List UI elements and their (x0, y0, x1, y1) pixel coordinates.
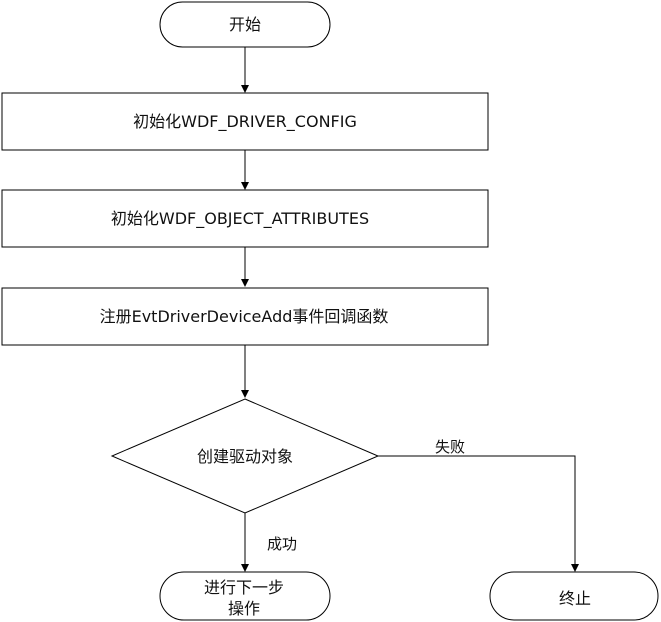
end-label: 终止 (559, 589, 591, 608)
start-terminator-shape (159, 1, 331, 48)
success-edge-label: 成功 (267, 535, 297, 553)
failure-edge-label: 失败 (435, 438, 465, 456)
next-step-label-line1: 进行下一步 (204, 578, 284, 597)
start-node: 开始 (159, 1, 331, 48)
create-driver-object-node: 创建驱动对象 (110, 398, 380, 514)
decision-diamond-shape (110, 398, 380, 514)
register-callback-node: 注册EvtDriverDeviceAdd事件回调函数 (1, 287, 489, 346)
next-step-node: 进行下一步 操作 (159, 571, 331, 621)
connectors (241, 47, 579, 572)
end-terminator-shape (489, 571, 659, 621)
arrow-decision-to-end (378, 455, 579, 572)
init-object-attributes-node: 初始化WDF_OBJECT_ATTRIBUTES (1, 189, 489, 248)
register-callback-label: 注册EvtDriverDeviceAdd事件回调函数 (100, 307, 389, 326)
init-driver-config-box (1, 92, 489, 151)
create-driver-object-label: 创建驱动对象 (197, 447, 293, 466)
init-driver-config-label: 初始化WDF_DRIVER_CONFIG (133, 112, 357, 132)
register-callback-box (1, 287, 489, 346)
end-node: 终止 (489, 571, 659, 621)
next-step-terminator-shape (159, 571, 331, 621)
init-object-attributes-box (1, 189, 489, 248)
next-step-label-line2: 操作 (228, 599, 260, 618)
init-driver-config-node: 初始化WDF_DRIVER_CONFIG (1, 92, 489, 151)
init-object-attributes-label: 初始化WDF_OBJECT_ATTRIBUTES (111, 209, 369, 229)
start-label: 开始 (229, 15, 261, 34)
